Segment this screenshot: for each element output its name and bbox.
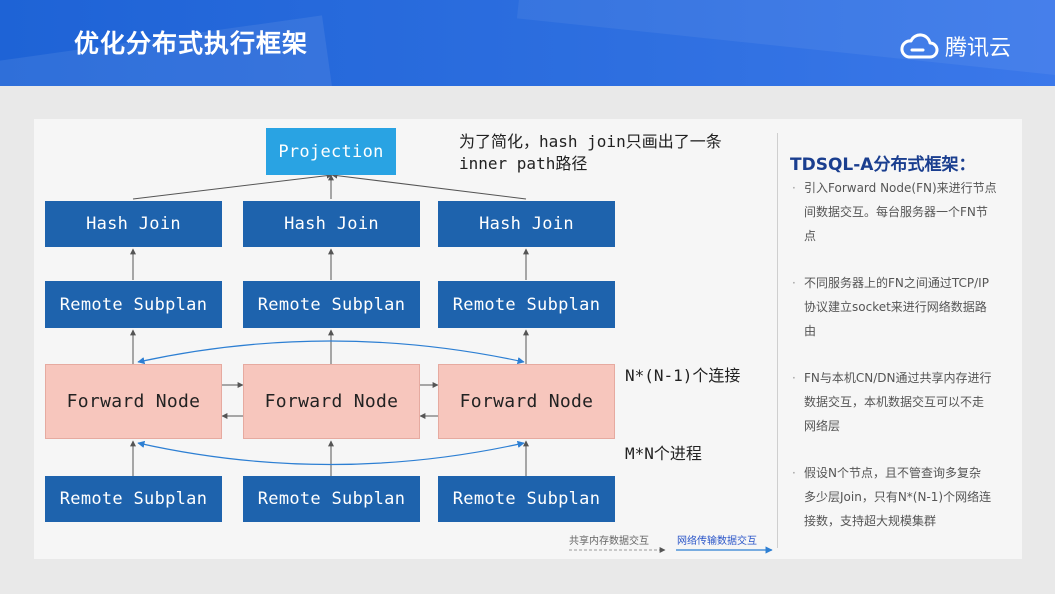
divider (777, 133, 778, 548)
remote-subplan-top: Remote Subplan (45, 281, 222, 328)
projection-node: Projection (266, 128, 396, 175)
bullet-item: · 引入Forward Node(FN)来进行节点 间数据交互。每台服务器一个F… (792, 176, 1018, 248)
arrow-hashjoin-1-to-projection (132, 172, 333, 200)
bullet-dot-icon: · (792, 181, 796, 195)
cloud-icon (900, 33, 939, 59)
remote-subplan-bottom: Remote Subplan (45, 476, 222, 522)
forward-node: Forward Node (243, 364, 420, 439)
forward-node: Forward Node (45, 364, 222, 439)
legend-shared-label: 共享内存数据交互 (569, 536, 649, 547)
tencent-cloud-logo: 腾讯云 (899, 30, 1011, 62)
bullet-dot-icon: · (792, 466, 796, 480)
forward-node: Forward Node (438, 364, 615, 439)
connections-label: N*(N-1)个连接 (625, 366, 741, 385)
processes-label: M*N个进程 (625, 444, 702, 463)
bullet-dot-icon: · (792, 371, 796, 385)
network-arc-bottom (137, 440, 525, 466)
simplification-note: 为了简化，hash join只画出了一条 inner path路径 (459, 132, 722, 173)
bullet-item: · 不同服务器上的FN之间通过TCP/IP 协议建立socket来进行网络数据路… (792, 271, 1018, 343)
remote-subplan-top: Remote Subplan (243, 281, 420, 328)
arrow-hashjoin-3-to-projection (331, 172, 527, 200)
network-arc-top (137, 340, 525, 365)
legend-network-label: 网络传输数据交互 (677, 536, 757, 547)
header-bar: 优化分布式执行框架 腾讯云 (0, 0, 1055, 86)
bullet-item: · 假设N个节点，且不管查询多复杂 多少层Join，只有N*(N-1)个网络连 … (792, 461, 1018, 533)
bullet-item: · FN与本机CN/DN通过共享内存进行 数据交互，本机数据交互可以不走 网络层 (792, 366, 1018, 438)
logo-text: 腾讯云 (944, 36, 1011, 61)
sidebar-bullets: · 引入Forward Node(FN)来进行节点 间数据交互。每台服务器一个F… (792, 176, 1018, 556)
page-title: 优化分布式执行框架 (74, 29, 309, 58)
remote-subplan-top: Remote Subplan (438, 281, 615, 328)
hash-join-node: Hash Join (243, 201, 420, 247)
remote-subplan-bottom: Remote Subplan (438, 476, 615, 522)
sidebar-title: TDSQL-A分布式框架： (790, 155, 976, 175)
remote-subplan-bottom: Remote Subplan (243, 476, 420, 522)
bullet-dot-icon: · (792, 276, 796, 290)
hash-join-node: Hash Join (438, 201, 615, 247)
hash-join-node: Hash Join (45, 201, 222, 247)
